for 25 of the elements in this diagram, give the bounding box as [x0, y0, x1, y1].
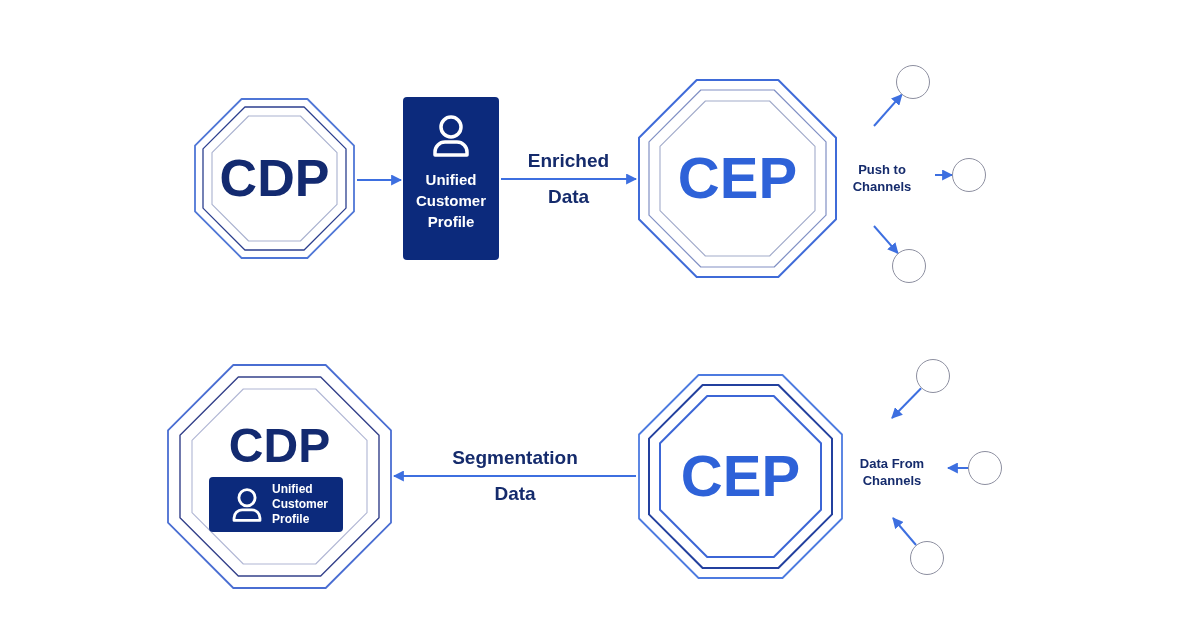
platform-name: CEP: [680, 447, 801, 505]
arrow: [873, 225, 899, 255]
platform-octagon: [167, 364, 392, 589]
platform-octagon: [194, 98, 355, 259]
platform-name: CDP: [219, 152, 330, 204]
profile-label: Unified Customer Profile: [415, 170, 487, 232]
platform-octagon: [638, 374, 843, 579]
platform-octagon: [638, 79, 837, 278]
profile-card: [403, 97, 499, 260]
annotation-text: Data From Channels: [858, 455, 926, 489]
arrow: [934, 169, 954, 181]
arrow: [892, 517, 917, 546]
arrow: [946, 462, 969, 474]
arrow: [891, 387, 923, 419]
arrow: [392, 470, 637, 482]
arrow: [356, 174, 403, 186]
profile-card: [209, 477, 343, 532]
annotation-text: Push to Channels: [851, 161, 913, 195]
arrow: [873, 93, 903, 127]
profile-label: Unified Customer Profile: [272, 482, 329, 527]
edge-label: Segmentation Data: [451, 446, 579, 506]
platform-name: CEP: [677, 149, 798, 207]
edge-label: Enriched Data: [526, 149, 611, 209]
arrow: [500, 173, 638, 185]
platform-name: CDP: [228, 422, 331, 470]
